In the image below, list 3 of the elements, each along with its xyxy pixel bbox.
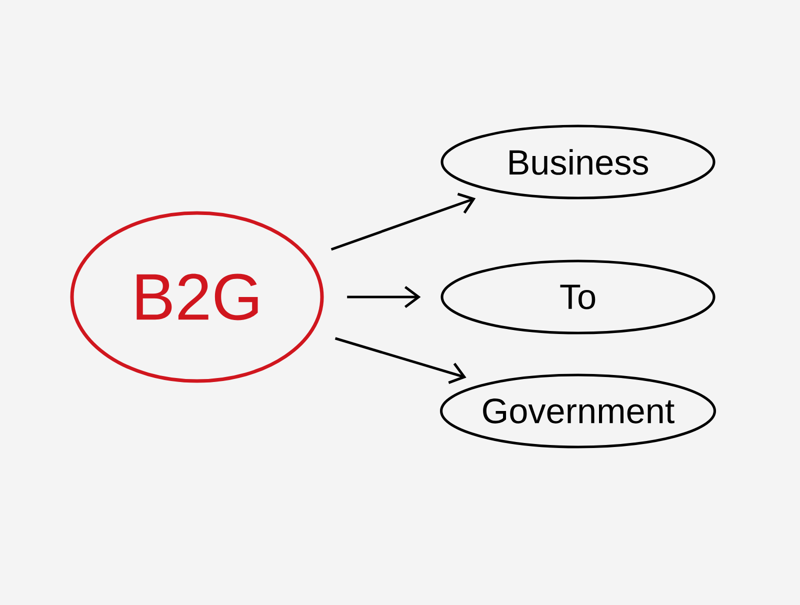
- arrow: [334, 337, 466, 384]
- arrow: [330, 192, 476, 251]
- arrow: [347, 286, 421, 308]
